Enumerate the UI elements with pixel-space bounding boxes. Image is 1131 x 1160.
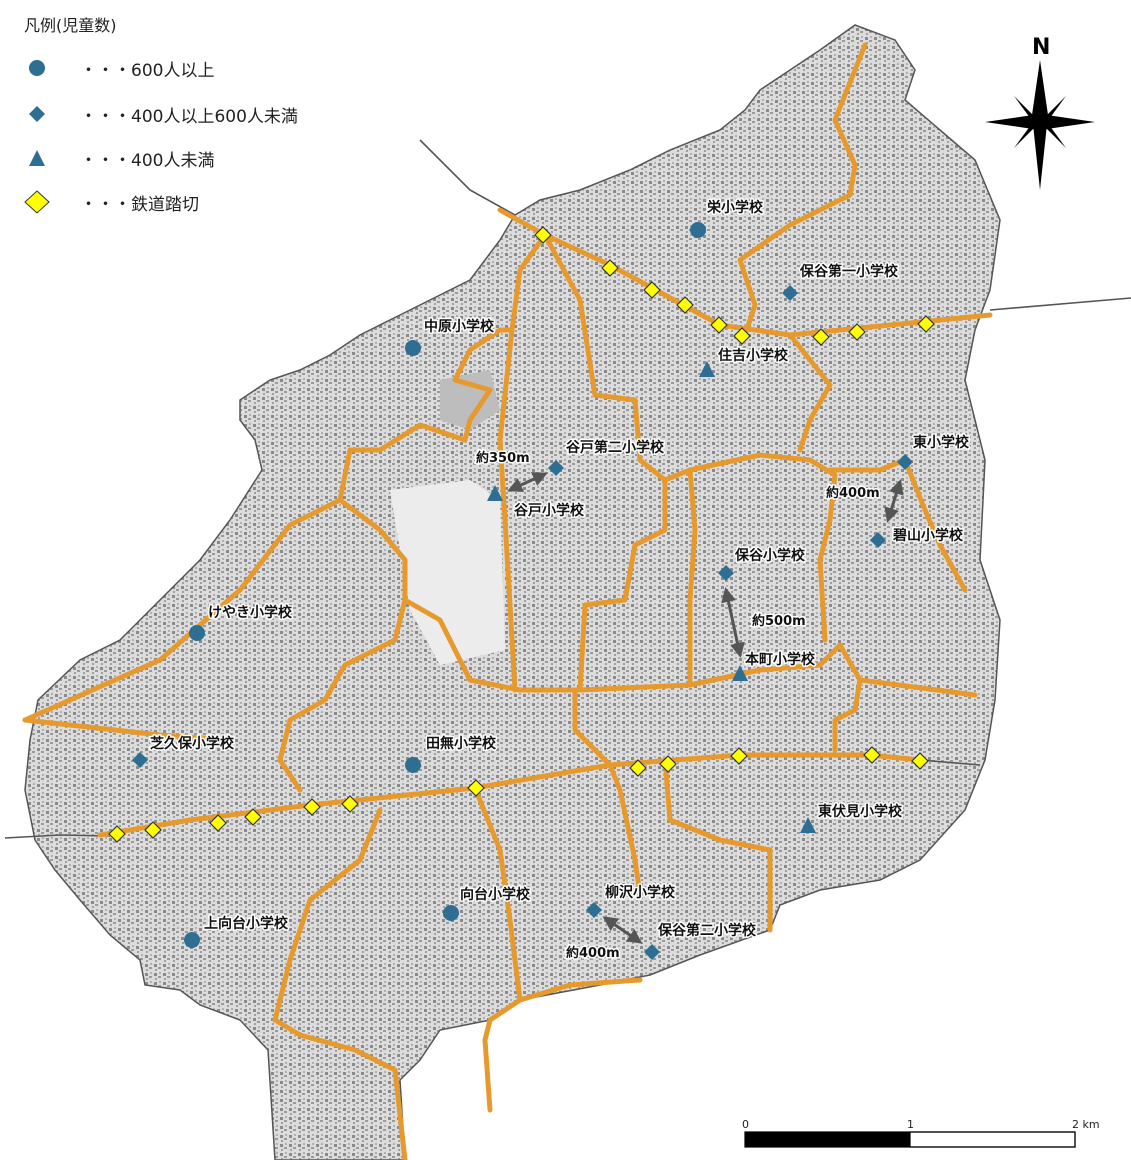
- school-label: 芝久保小学校: [150, 735, 235, 752]
- legend: 凡例(児童数) ・・・600人以上 ・・・400人以上600人未満 ・・・400…: [14, 8, 334, 228]
- legend-label: ・・・鉄道踏切: [80, 195, 199, 215]
- school-triangle-marker: [699, 361, 715, 377]
- railway-lines: [4, 139, 1131, 839]
- crossing-marker: [534, 226, 552, 244]
- school-diamond-marker: [718, 565, 734, 581]
- scale-tick-label: 1: [907, 1118, 914, 1131]
- crossing-marker: [730, 747, 748, 765]
- school-label: 田無小学校: [426, 735, 497, 752]
- school-label: 谷戸第二小学校: [566, 439, 665, 456]
- school-label: 上向台小学校: [204, 915, 289, 932]
- crossing-marker: [676, 296, 694, 314]
- school-diamond-marker: [870, 532, 886, 548]
- crossing-marker: [467, 779, 485, 797]
- school-triangle-marker: [800, 817, 816, 833]
- school-label: 保谷第二小学校: [657, 922, 757, 939]
- crossing-marker: [144, 821, 162, 839]
- school-triangle-marker: [732, 665, 748, 681]
- legend-item-triangle: ・・・400人未満: [24, 144, 324, 172]
- crossing-marker: [341, 795, 359, 813]
- school-label: 谷戸小学校: [514, 502, 585, 519]
- legend-label: ・・・400人未満: [80, 151, 215, 171]
- school-label: 向台小学校: [460, 886, 531, 903]
- crossing-marker: [601, 259, 619, 277]
- circle-marker-icon: [29, 60, 45, 76]
- crossing-marker-icon: [24, 190, 50, 214]
- school-label: 本町小学校: [745, 651, 816, 668]
- school-label: 住吉小学校: [718, 347, 789, 364]
- school-circle-marker: [189, 625, 205, 641]
- school-label: 保谷第一小学校: [799, 263, 899, 280]
- school-circle-marker: [405, 340, 421, 356]
- legend-label: ・・・600人以上: [80, 61, 215, 81]
- legend-item-crossing: ・・・鉄道踏切: [24, 188, 324, 216]
- distance-label: 約350m: [476, 450, 530, 466]
- school-label: 保谷小学校: [734, 547, 806, 564]
- crossing-marker: [629, 759, 647, 777]
- school-label: 東伏見小学校: [818, 803, 903, 820]
- scale-tick-label: 0: [742, 1118, 749, 1131]
- crossing-marker: [848, 323, 866, 341]
- school-circle-marker: [405, 757, 421, 773]
- distance-label: 約400m: [566, 945, 620, 961]
- diamond-marker-icon: [29, 106, 45, 122]
- legend-item-circle: ・・・600人以上: [24, 54, 324, 82]
- legend-title: 凡例(児童数): [24, 16, 117, 35]
- open-area: [390, 480, 505, 665]
- school-diamond-marker: [548, 460, 564, 476]
- crossing-marker: [812, 328, 830, 346]
- school-triangle-marker: [487, 485, 503, 501]
- crossing-marker: [659, 755, 677, 773]
- distance-label: 約500m: [752, 613, 806, 629]
- crossing-marker: [643, 281, 661, 299]
- school-circle-marker: [690, 222, 706, 238]
- school-circle-marker: [184, 932, 200, 948]
- crossing-marker: [303, 798, 321, 816]
- legend-item-diamond: ・・・400人以上600人未満: [24, 100, 324, 128]
- school-diamond-marker: [644, 944, 660, 960]
- school-label: 東小学校: [913, 434, 970, 451]
- crossing-marker: [863, 746, 881, 764]
- railway-crossings: [108, 226, 935, 843]
- school-diamond-marker: [782, 285, 798, 301]
- scale-bar: 0 1 2 km: [742, 1118, 1100, 1148]
- crossing-marker: [733, 327, 751, 345]
- school-label: 中原小学校: [424, 318, 495, 335]
- school-label: 栄小学校: [706, 199, 764, 216]
- north-label: N: [1032, 35, 1050, 60]
- school-label: けやき小学校: [208, 604, 293, 621]
- school-diamond-marker: [132, 752, 148, 768]
- crossing-marker: [108, 825, 126, 843]
- school-label: 柳沢小学校: [605, 884, 676, 901]
- north-arrow: N: [985, 35, 1095, 190]
- distance-arrows: [507, 472, 904, 944]
- school-label: 碧山小学校: [892, 527, 964, 544]
- crossing-marker: [209, 814, 227, 832]
- crossing-marker: [917, 315, 935, 333]
- crossing-marker: [911, 752, 929, 770]
- school-diamond-marker: [586, 902, 602, 918]
- district-boundaries: [22, 42, 993, 1160]
- crossing-marker: [710, 316, 728, 334]
- school-diamond-marker: [897, 454, 913, 470]
- triangle-marker-icon: [29, 150, 45, 166]
- distance-label: 約400m: [826, 485, 880, 501]
- legend-label: ・・・400人以上600人未満: [80, 107, 298, 127]
- school-circle-marker: [443, 905, 459, 921]
- open-area: [440, 370, 500, 430]
- compass-rose-icon: [985, 60, 1095, 190]
- crossing-marker: [244, 808, 262, 826]
- scale-tick-label: 2 km: [1072, 1118, 1100, 1131]
